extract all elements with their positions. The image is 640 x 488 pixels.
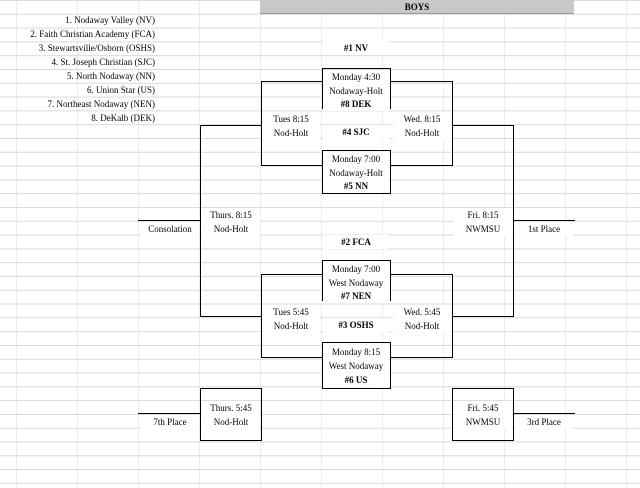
bracket-line (322, 150, 391, 151)
bracket-line (390, 342, 391, 388)
seed-label[interactable]: #5 NN (323, 179, 389, 193)
game-site[interactable]: Nodaway-Holt (323, 84, 389, 98)
bracket-line (322, 388, 391, 389)
bracket-line (261, 388, 262, 440)
seed-label[interactable]: #8 DEK (323, 97, 389, 111)
bracket-line (513, 413, 575, 414)
bracket-line (452, 316, 514, 317)
team-item[interactable]: 4. St. Joseph Christian (SJC) (51, 57, 155, 67)
game-site[interactable]: West Nodaway (323, 359, 389, 373)
game-time[interactable]: Monday 4:30 (323, 70, 389, 84)
game-site[interactable]: NWMSU (454, 222, 512, 236)
game-time[interactable]: Monday 7:00 (323, 152, 389, 166)
bracket-line (200, 125, 201, 317)
place-label-first[interactable]: 1st Place (515, 222, 573, 236)
place-label-consolation[interactable]: Consolation (141, 222, 199, 236)
team-item[interactable]: 7. Northeast Nodaway (NEN) (47, 99, 155, 109)
team-item[interactable]: 1. Nodaway Valley (NV) (65, 15, 155, 25)
bracket-line (261, 165, 323, 166)
seed-label[interactable]: #4 SJC (323, 125, 389, 139)
bracket-line (200, 316, 262, 317)
bracket-line (261, 274, 323, 275)
bracket-line (513, 220, 575, 221)
bracket-line (322, 68, 391, 69)
bracket-line (390, 274, 452, 275)
bracket-line (138, 220, 201, 221)
place-label-third[interactable]: 3rd Place (515, 415, 573, 429)
bracket-line (322, 150, 323, 193)
game-time[interactable]: Monday 8:15 (323, 345, 389, 359)
bracket-line (322, 342, 323, 388)
game-time[interactable]: Monday 7:00 (323, 262, 389, 276)
game-time[interactable]: Thurs. 8:15 (202, 208, 260, 222)
game-site[interactable]: Nod-Holt (262, 319, 320, 333)
game-time[interactable]: Wed. 5:45 (393, 305, 451, 319)
game-time[interactable]: Fri. 5:45 (454, 401, 512, 415)
bracket-line (138, 413, 201, 414)
bracket-line (390, 260, 391, 301)
bracket-line (322, 193, 391, 194)
game-site[interactable]: West Nodaway (323, 276, 389, 290)
seed-label[interactable]: #1 NV (323, 41, 389, 55)
bracket-line (200, 388, 262, 389)
seed-label[interactable]: #6 US (323, 373, 389, 387)
bracket-line (452, 388, 453, 440)
game-site[interactable]: Nod-Holt (262, 126, 320, 140)
team-item[interactable]: 6. Union Star (US) (87, 85, 155, 95)
game-site[interactable]: Nodaway-Holt (323, 166, 389, 180)
bracket-line (390, 357, 452, 358)
game-time[interactable]: Tues 8:15 (262, 112, 320, 126)
bracket-line (452, 440, 514, 441)
bracket-line (200, 388, 201, 440)
team-item[interactable]: 5. North Nodaway (NN) (67, 71, 155, 81)
bracket-line (322, 68, 323, 109)
seed-label[interactable]: #2 FCA (323, 235, 389, 249)
bracket-line (322, 342, 391, 343)
bracket-line (390, 68, 391, 109)
bracket-line (200, 125, 262, 126)
team-item[interactable]: 2. Faith Christian Academy (FCA) (30, 29, 155, 39)
game-time[interactable]: Tues 5:45 (262, 305, 320, 319)
game-time[interactable]: Thurs. 5:45 (202, 401, 260, 415)
bracket-line (452, 388, 514, 389)
seed-label[interactable]: #3 OSHS (323, 318, 389, 332)
team-item[interactable]: 8. DeKalb (DEK) (91, 113, 155, 123)
bracket-line (390, 150, 391, 193)
bracket-line (452, 125, 514, 126)
bracket-line (390, 165, 452, 166)
game-site[interactable]: Nod-Holt (202, 222, 260, 236)
bracket-line (261, 357, 323, 358)
game-time[interactable]: Wed. 8:15 (393, 112, 451, 126)
game-site[interactable]: NWMSU (454, 415, 512, 429)
bracket-line (390, 81, 452, 82)
bracket-line (452, 81, 453, 166)
seed-label[interactable]: #7 NEN (323, 289, 389, 303)
bracket-line (322, 260, 391, 261)
bracket-line (513, 388, 514, 440)
bracket-line (322, 260, 323, 301)
team-item[interactable]: 3. Stewartsville/Osborn (OSHS) (38, 43, 155, 53)
bracket-line (200, 440, 262, 441)
game-site[interactable]: Nod-Holt (393, 126, 451, 140)
place-label-seventh[interactable]: 7th Place (141, 415, 199, 429)
bracket-line (513, 125, 514, 317)
game-time[interactable]: Fri. 8:15 (454, 208, 512, 222)
bracket-line (261, 81, 262, 166)
game-site[interactable]: Nod-Holt (393, 319, 451, 333)
bracket-line (261, 81, 323, 82)
bracket-header[interactable]: BOYS (260, 0, 574, 14)
game-site[interactable]: Nod-Holt (202, 415, 260, 429)
